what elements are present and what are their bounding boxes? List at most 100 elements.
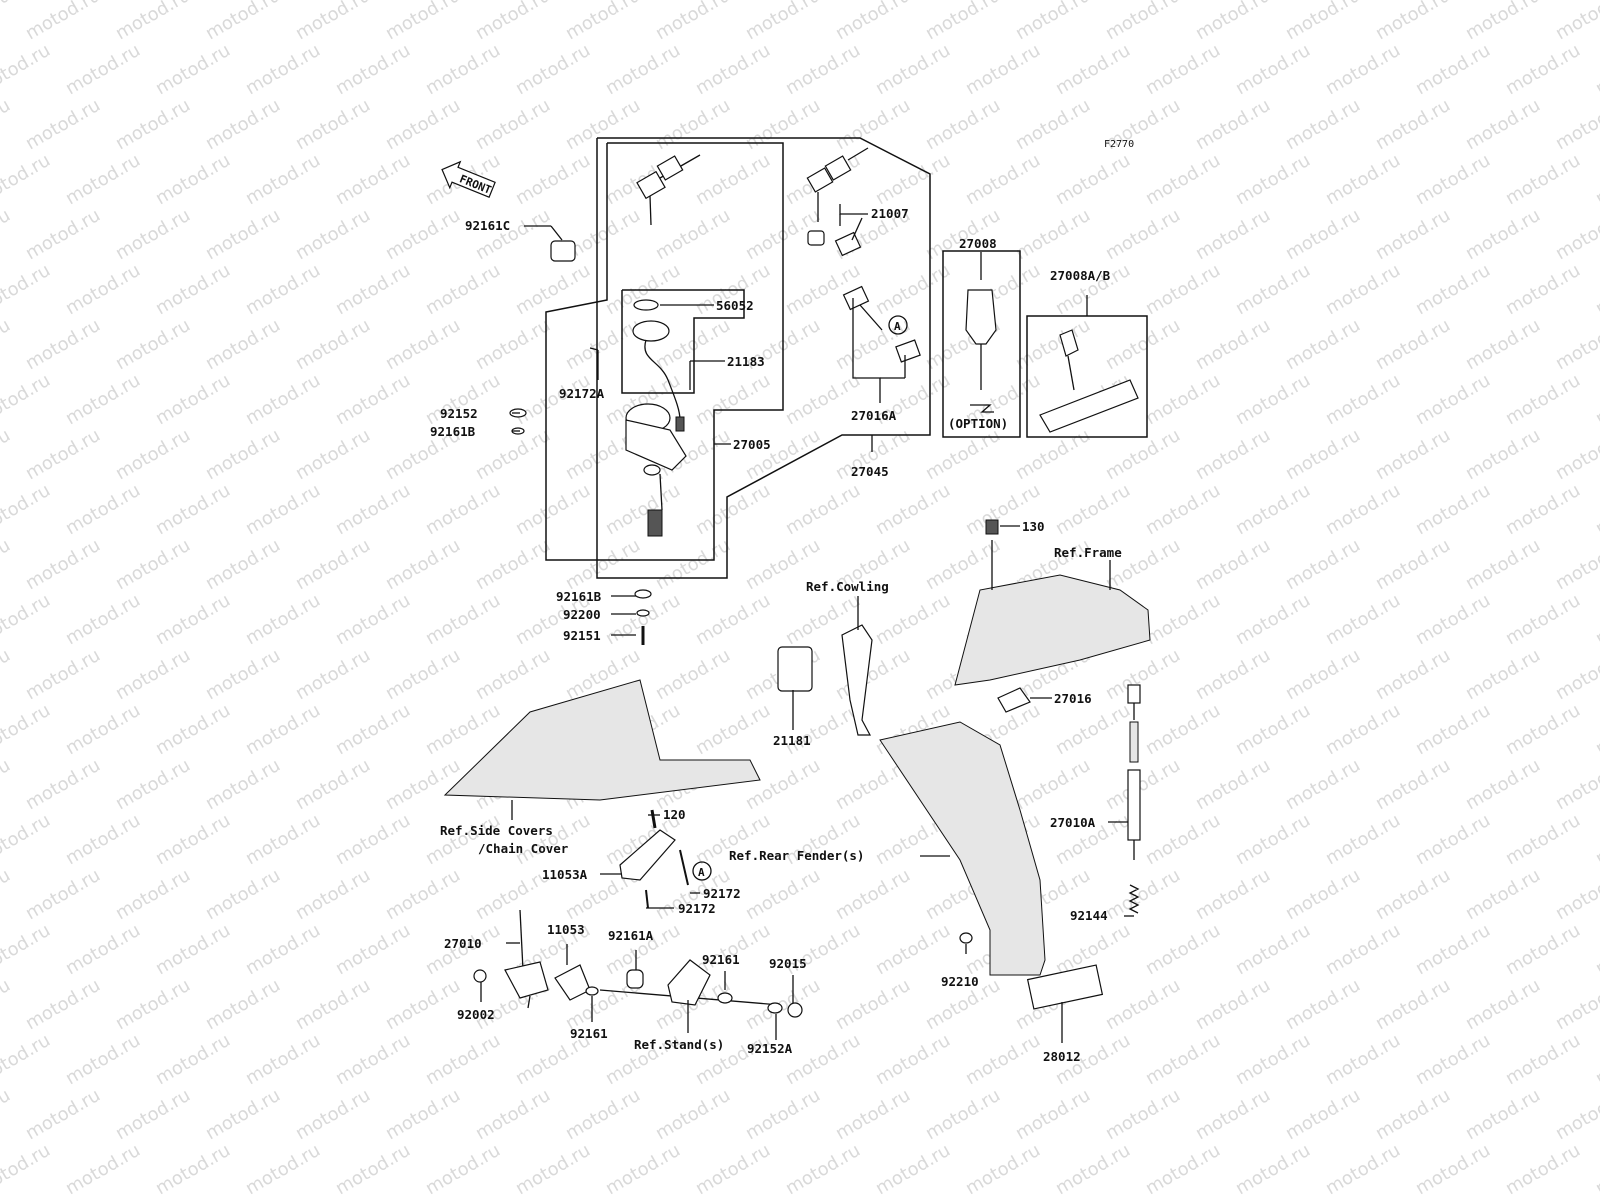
watermark-text: motod.ru: [1462, 865, 1544, 924]
watermark-text: motod.ru: [1592, 810, 1600, 869]
watermark-text: motod.ru: [22, 425, 104, 484]
watermark-text: motod.ru: [872, 40, 954, 99]
watermark-text: motod.ru: [742, 975, 824, 1034]
watermark-text: motod.ru: [1412, 150, 1494, 209]
watermark-text: motod.ru: [1462, 425, 1544, 484]
watermark-text: motod.ru: [1372, 645, 1454, 704]
watermark-text: motod.ru: [512, 810, 594, 869]
watermark-text: motod.ru: [292, 0, 374, 44]
relay-21181: [777, 646, 813, 692]
watermark-text: motod.ru: [422, 260, 504, 319]
watermark-text: motod.ru: [1052, 480, 1134, 539]
watermark-text: motod.ru: [1282, 425, 1364, 484]
watermark-text: motod.ru: [1282, 205, 1364, 264]
watermark-text: motod.ru: [0, 1140, 54, 1199]
watermark-text: motod.ru: [1592, 260, 1600, 319]
key-set-21007: [806, 147, 869, 246]
watermark-text: motod.ru: [152, 590, 234, 649]
watermark-text: motod.ru: [292, 95, 374, 154]
frame-ref: [954, 574, 1151, 686]
watermark-text: motod.ru: [1372, 0, 1454, 44]
watermark-text: motod.ru: [1322, 1030, 1404, 1089]
watermark-text: motod.ru: [1012, 95, 1094, 154]
watermark-text: motod.ru: [1012, 315, 1094, 374]
watermark-text: motod.ru: [112, 1085, 194, 1144]
watermark-text: motod.ru: [1502, 1140, 1584, 1199]
watermark-text: motod.ru: [1012, 755, 1094, 814]
label-ref-frame: Ref.Frame: [1054, 545, 1122, 560]
watermark-text: motod.ru: [922, 1085, 1004, 1144]
watermark-text: motod.ru: [382, 865, 464, 924]
watermark-text: motod.ru: [152, 920, 234, 979]
watermark-text: motod.ru: [1322, 700, 1404, 759]
watermark-text: motod.ru: [872, 590, 954, 649]
watermark-text: motod.ru: [1372, 205, 1454, 264]
stand-bracket-ref: [667, 959, 711, 1006]
watermark-text: motod.ru: [112, 315, 194, 374]
watermark-text: motod.ru: [1012, 425, 1094, 484]
watermark-text: motod.ru: [62, 1030, 144, 1089]
watermark-text: motod.ru: [1142, 370, 1224, 429]
watermark-text: motod.ru: [1052, 40, 1134, 99]
watermark-text: motod.ru: [1372, 755, 1454, 814]
watermark-text: motod.ru: [242, 1030, 324, 1089]
watermark-text: motod.ru: [1322, 150, 1404, 209]
watermark-text: motod.ru: [152, 1030, 234, 1089]
watermark-text: motod.ru: [242, 590, 324, 649]
watermark-text: motod.ru: [1592, 370, 1600, 429]
watermark-text: motod.ru: [332, 260, 414, 319]
watermark-text: motod.ru: [1412, 1140, 1494, 1199]
watermark-text: motod.ru: [112, 95, 194, 154]
watermark-text: motod.ru: [742, 425, 824, 484]
watermark-text: motod.ru: [112, 755, 194, 814]
bracket-11053: [554, 964, 591, 1001]
watermark-text: motod.ru: [292, 535, 374, 594]
watermark-text: motod.ru: [0, 810, 54, 869]
watermark-text: motod.ru: [1102, 1085, 1184, 1144]
watermark-text: motod.ru: [1102, 205, 1184, 264]
watermark-text: motod.ru: [112, 645, 194, 704]
watermark-text: motod.ru: [1552, 755, 1600, 814]
watermark-text: motod.ru: [112, 205, 194, 264]
watermark-text: motod.ru: [1322, 1140, 1404, 1199]
watermark-text: motod.ru: [1232, 1030, 1314, 1089]
label-92152: 92152: [440, 406, 478, 421]
watermark-text: motod.ru: [22, 0, 104, 44]
watermark-text: motod.ru: [472, 645, 554, 704]
watermark-text: motod.ru: [562, 95, 644, 154]
label-21183: 21183: [727, 354, 765, 369]
watermark-text: motod.ru: [1592, 1140, 1600, 1199]
watermark-text: motod.ru: [472, 205, 554, 264]
key-set-27016a: [834, 217, 921, 363]
watermark-text: motod.ru: [652, 1085, 734, 1144]
watermark-text: motod.ru: [0, 975, 14, 1034]
label-27010a: 27010A: [1050, 815, 1096, 830]
watermark-text: motod.ru: [692, 370, 774, 429]
figure-code: F2770: [1104, 139, 1134, 150]
side-cover-ref: [443, 679, 761, 801]
watermark-text: motod.ru: [1192, 0, 1274, 44]
watermark-text: motod.ru: [1192, 425, 1274, 484]
watermark-text: motod.ru: [1372, 975, 1454, 1034]
watermark-text: motod.ru: [1052, 1140, 1134, 1199]
watermark-text: motod.ru: [832, 975, 914, 1034]
watermark-text: motod.ru: [0, 315, 14, 374]
label-ref-side-covers-2: /Chain Cover: [478, 841, 569, 856]
watermark-text: motod.ru: [872, 1140, 954, 1199]
watermark-text: motod.ru: [1592, 920, 1600, 979]
watermark-text: motod.ru: [0, 0, 14, 44]
watermark-text: motod.ru: [472, 535, 554, 594]
watermark-text: motod.ru: [1322, 40, 1404, 99]
watermark-text: motod.ru: [1282, 95, 1364, 154]
watermark-text: motod.ru: [1502, 700, 1584, 759]
watermark-text: motod.ru: [0, 370, 54, 429]
watermark-text: motod.ru: [652, 95, 734, 154]
watermark-text: motod.ru: [1322, 920, 1404, 979]
watermark-text: motod.ru: [1552, 0, 1600, 44]
watermark-text: motod.ru: [602, 40, 684, 99]
watermark-text: motod.ru: [1592, 150, 1600, 209]
watermark-text: motod.ru: [1102, 645, 1184, 704]
label-21007: 21007: [871, 206, 909, 221]
watermark-text: motod.ru: [1282, 535, 1364, 594]
